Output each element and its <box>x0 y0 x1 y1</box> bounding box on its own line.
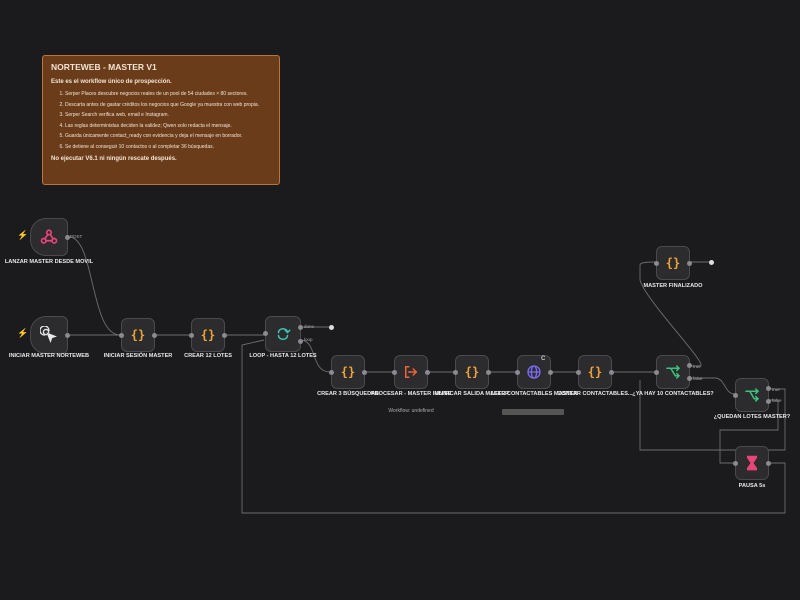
node-label: PAUSA 5s <box>738 483 766 489</box>
note-step: Serper Places descubre negocios reales d… <box>65 91 271 98</box>
hourglass-icon <box>746 455 758 471</box>
output-port[interactable] <box>65 333 70 338</box>
node-badge: C <box>541 356 546 362</box>
node-crear-3-busquedas[interactable]: {} <box>329 355 367 389</box>
node-iniciar-sesion[interactable]: {} <box>119 318 157 352</box>
execute-workflow-icon <box>405 366 418 378</box>
port-label-done: done <box>304 324 315 329</box>
output-port[interactable] <box>486 370 491 375</box>
input-port[interactable] <box>576 370 581 375</box>
output-port[interactable] <box>548 370 553 375</box>
port-label-true: true <box>772 387 780 392</box>
output-port[interactable] <box>687 261 692 266</box>
node-label: ¿YA HAY 10 CONTACTABLES? <box>632 391 714 397</box>
note-steps: Serper Places descubre negocios reales d… <box>51 91 271 151</box>
input-port[interactable] <box>329 370 334 375</box>
code-braces-icon: {} <box>200 328 216 342</box>
node-iniciar-master[interactable] <box>30 316 70 354</box>
if-branch-icon <box>666 365 681 379</box>
note-title: NORTEWEB - MASTER V1 <box>51 62 157 72</box>
globe-icon <box>527 365 541 379</box>
node-label: INICIAR SESIÓN MASTER <box>103 353 173 359</box>
input-port[interactable] <box>453 370 458 375</box>
output-port-false[interactable] <box>766 399 771 404</box>
trigger-bolt-icon: ⚡ <box>17 328 29 338</box>
output-port[interactable] <box>609 370 614 375</box>
input-port[interactable] <box>189 333 194 338</box>
node-label: CREAR 3 BÚSQUEDAS <box>317 391 379 397</box>
node-label: LOOP - HASTA 12 LOTES <box>249 353 317 359</box>
node-label: CREAR 12 LOTES <box>184 353 232 359</box>
node-label: CONTAR CONTACTABLES... <box>557 391 633 397</box>
trigger-bolt-icon: ⚡ <box>17 230 29 240</box>
code-braces-icon: {} <box>665 256 681 270</box>
port-label-true: true <box>693 364 701 369</box>
note-step: Las reglas deterministas deciden la vali… <box>65 123 271 130</box>
end-connector[interactable] <box>709 260 714 265</box>
port-label-post: POST <box>70 234 83 239</box>
code-braces-icon: {} <box>587 365 603 379</box>
cursor-click-icon <box>40 326 57 343</box>
port-label-false: false <box>693 376 703 381</box>
node-ya-hay-10[interactable] <box>654 355 692 389</box>
node-quedan-lotes[interactable] <box>733 378 771 412</box>
note-step: Serper Search verifica web, email e Inst… <box>65 112 271 119</box>
end-connector[interactable] <box>329 325 334 330</box>
port-label-false: false <box>772 398 782 403</box>
input-port[interactable] <box>654 261 659 266</box>
node-label: PROCESAR - MASTER INLINE <box>370 391 452 397</box>
input-port[interactable] <box>733 393 738 398</box>
note-step: Se detiene al conseguir 10 contactos o a… <box>65 144 271 151</box>
port-label-loop: loop <box>304 337 313 342</box>
node-procesar-master[interactable] <box>392 355 430 389</box>
node-label: INICIAR MASTER NORTEWEB <box>8 353 90 359</box>
output-port-true[interactable] <box>687 363 692 368</box>
node-contar-contactables[interactable]: {} <box>576 355 614 389</box>
if-branch-icon <box>745 388 760 402</box>
execution-progress-bar <box>502 409 564 415</box>
output-port[interactable] <box>425 370 430 375</box>
output-port-false[interactable] <box>687 376 692 381</box>
code-braces-icon: {} <box>340 365 356 379</box>
output-port[interactable] <box>362 370 367 375</box>
node-label: MASTER FINALIZADO <box>643 283 703 289</box>
node-label: ¿QUEDAN LOTES MASTER? <box>713 414 791 420</box>
node-lanzar-master[interactable] <box>30 218 70 256</box>
code-braces-icon: {} <box>130 328 146 342</box>
input-port[interactable] <box>263 331 268 336</box>
note-step: Guarda únicamente contact_ready con evid… <box>65 133 271 140</box>
node-sublabel: Workflow: undefined <box>388 408 434 414</box>
webhook-icon <box>40 229 58 244</box>
note-intro: Este es el workflow único de prospección… <box>51 79 172 85</box>
node-pausa[interactable] <box>733 446 771 480</box>
node-label: UNIFICAR SALIDA MASTER <box>434 391 510 397</box>
node-loop[interactable] <box>263 316 303 352</box>
input-port[interactable] <box>733 461 738 466</box>
node-label: LANZAR MASTER DESDE MOVIL <box>4 259 94 265</box>
node-master-finalizado[interactable]: {} <box>654 246 692 280</box>
output-port-done[interactable] <box>298 325 303 330</box>
node-label: LEER CONTACTABLES MASTER <box>490 391 578 397</box>
input-port[interactable] <box>392 370 397 375</box>
output-port[interactable] <box>152 333 157 338</box>
loop-icon <box>277 328 291 340</box>
node-unificar-salida[interactable]: {} <box>453 355 491 389</box>
input-port[interactable] <box>654 370 659 375</box>
output-port[interactable] <box>766 461 771 466</box>
output-port-loop[interactable] <box>298 339 303 344</box>
sticky-note[interactable]: NORTEWEB - MASTER V1 Este es el workflow… <box>42 55 280 185</box>
input-port[interactable] <box>515 370 520 375</box>
note-step: Descarta antes de gastar créditos los ne… <box>65 102 271 109</box>
output-port-true[interactable] <box>766 386 771 391</box>
code-braces-icon: {} <box>464 365 480 379</box>
output-port[interactable] <box>222 333 227 338</box>
note-warning: No ejecutar V6.1 ni ningún rescate despu… <box>51 156 177 163</box>
node-leer-contactables[interactable] <box>515 355 553 389</box>
input-port[interactable] <box>119 333 124 338</box>
output-port[interactable] <box>65 235 70 240</box>
node-crear-12-lotes[interactable]: {} <box>189 318 227 352</box>
